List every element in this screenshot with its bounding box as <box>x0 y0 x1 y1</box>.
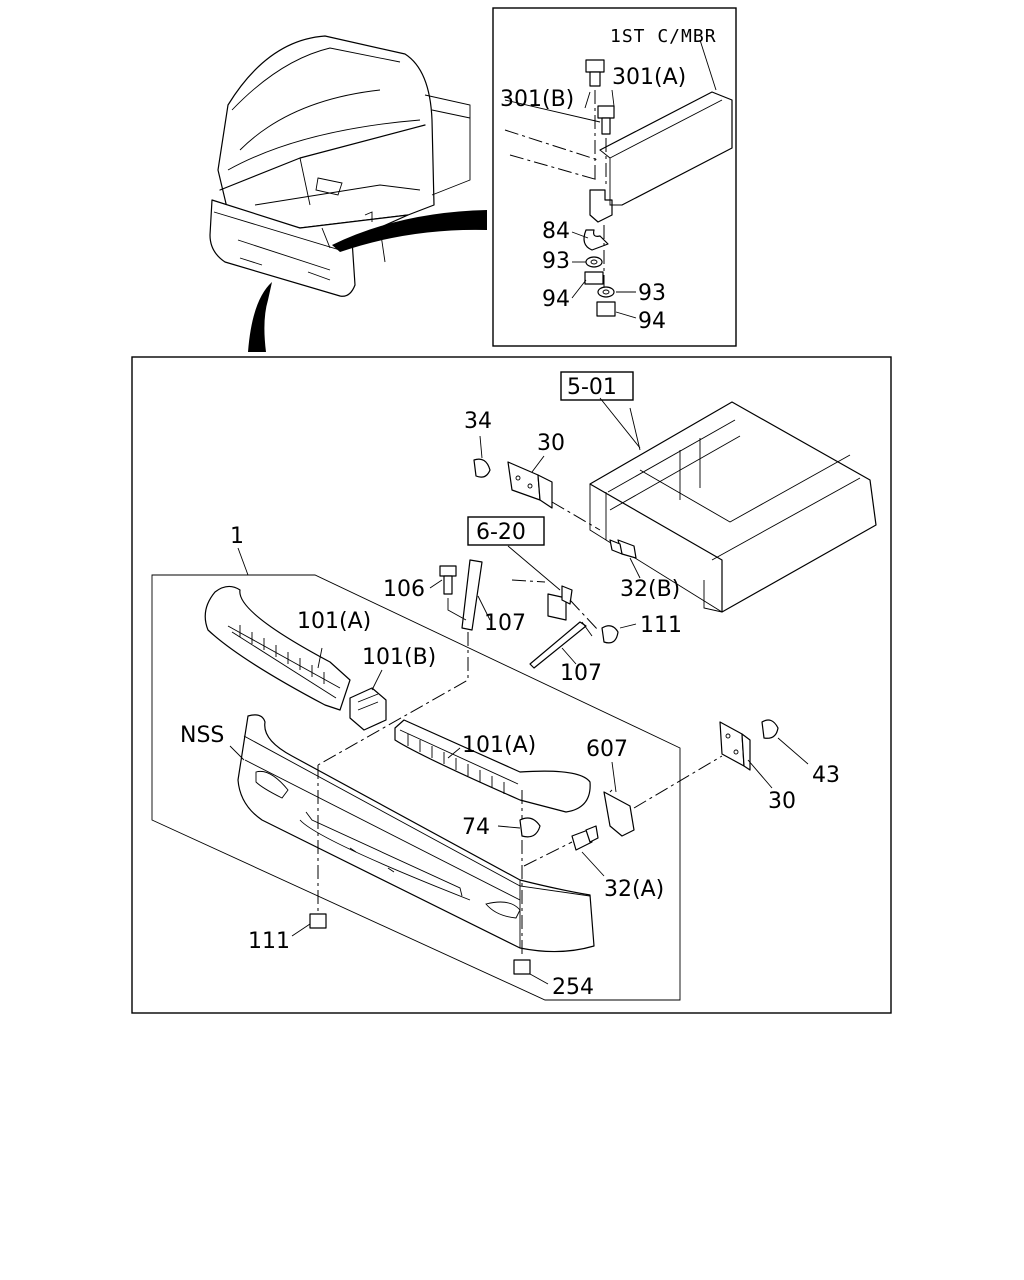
label-111-right: 111 <box>640 613 682 638</box>
main-panel-frame <box>131 356 892 1014</box>
label-101a-lower: 101(A) <box>462 733 536 758</box>
label-nss: NSS <box>180 723 224 748</box>
ref-box-6-20-text: 6-20 <box>476 520 526 545</box>
bumper-inner-piece <box>394 719 591 813</box>
label-94-right: 94 <box>638 309 666 334</box>
side-brackets <box>523 719 809 877</box>
bumper-main-nss <box>237 714 595 953</box>
bracket-6-20 <box>511 579 637 669</box>
label-30-upper: 30 <box>537 431 565 456</box>
inset-title: 1ST C/MBR <box>610 26 717 47</box>
label-84: 84 <box>542 219 570 244</box>
stay-106-107 <box>317 559 483 766</box>
label-93-upper: 93 <box>542 249 570 274</box>
ref-box-5-01 <box>560 371 634 401</box>
ref-box-6-20 <box>467 516 545 546</box>
label-101b: 101(B) <box>362 645 436 670</box>
chassis-frame <box>589 401 877 613</box>
ref-box-5-01-text: 5-01 <box>567 375 617 400</box>
leader-lines <box>229 397 641 985</box>
inset-panel <box>492 7 737 347</box>
bottom-nuts <box>309 765 541 975</box>
label-101a-upper: 101(A) <box>297 609 371 634</box>
label-93-right: 93 <box>638 281 666 306</box>
label-301b: 301(B) <box>500 87 574 112</box>
label-43: 43 <box>812 763 840 788</box>
truck-cab-overview <box>209 35 487 352</box>
label-254: 254 <box>552 975 594 1000</box>
label-301a: 301(A) <box>612 65 686 90</box>
bumper-upper-shell <box>204 585 387 731</box>
label-107-upper: 107 <box>484 611 526 636</box>
bracket-30-upper <box>473 458 601 531</box>
label-106: 106 <box>383 577 425 602</box>
bumper-group-outline <box>151 574 681 1001</box>
label-107-lower: 107 <box>560 661 602 686</box>
label-94-left: 94 <box>542 287 570 312</box>
label-34: 34 <box>464 409 492 434</box>
label-74: 74 <box>462 815 490 840</box>
label-32b: 32(B) <box>620 577 680 602</box>
label-30-lower: 30 <box>768 789 796 814</box>
bolt-32b <box>609 539 641 579</box>
label-607: 607 <box>586 737 628 762</box>
label-32a: 32(A) <box>604 877 664 902</box>
label-1: 1 <box>230 524 244 549</box>
label-111-bottom: 111 <box>248 929 290 954</box>
